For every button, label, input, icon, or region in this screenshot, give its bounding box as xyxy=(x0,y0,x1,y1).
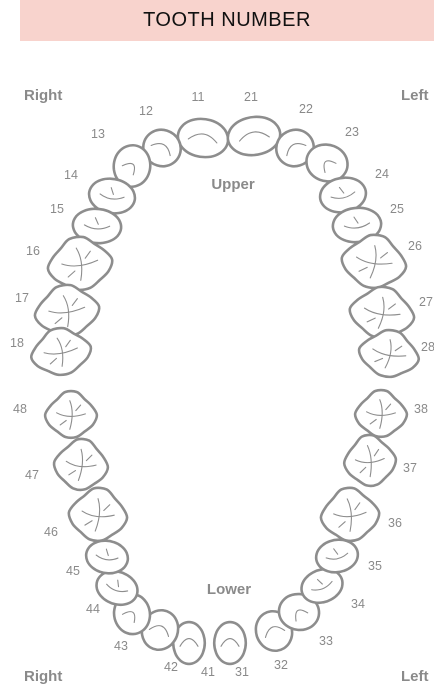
tooth-number-41: 41 xyxy=(201,665,215,679)
tooth-11-outline xyxy=(175,116,230,161)
tooth-45-outline xyxy=(84,537,131,576)
left-label-top: Left xyxy=(401,87,429,104)
tooth-number-31: 31 xyxy=(235,665,249,679)
tooth-28[interactable] xyxy=(355,325,423,381)
tooth-number-32: 32 xyxy=(274,658,288,672)
tooth-31-outline xyxy=(214,622,246,664)
lower-jaw-label: Lower xyxy=(207,581,251,598)
tooth-number-22: 22 xyxy=(299,102,313,116)
tooth-number-21: 21 xyxy=(244,90,258,104)
tooth-46-outline xyxy=(67,485,130,543)
tooth-11[interactable] xyxy=(175,116,230,161)
tooth-48-outline xyxy=(45,391,97,438)
tooth-number-17: 17 xyxy=(15,291,29,305)
tooth-number-44: 44 xyxy=(86,602,100,616)
right-label-bottom: Right xyxy=(24,668,62,685)
tooth-number-33: 33 xyxy=(319,634,333,648)
tooth-number-23: 23 xyxy=(345,125,359,139)
tooth-36[interactable] xyxy=(319,485,382,543)
tooth-31[interactable] xyxy=(214,622,246,664)
tooth-48[interactable] xyxy=(45,391,97,438)
left-label-bottom: Left xyxy=(401,668,429,685)
tooth-45[interactable] xyxy=(84,537,131,576)
tooth-number-36: 36 xyxy=(388,516,402,530)
tooth-number-11: 11 xyxy=(192,90,205,104)
upper-jaw-label: Upper xyxy=(211,176,255,193)
tooth-number-42: 42 xyxy=(164,660,178,674)
tooth-21[interactable] xyxy=(225,114,282,159)
right-label-top: Right xyxy=(24,87,62,104)
tooth-number-24: 24 xyxy=(375,167,389,181)
tooth-38[interactable] xyxy=(355,390,407,437)
tooth-number-43: 43 xyxy=(114,639,128,653)
tooth-number-37: 37 xyxy=(403,461,417,475)
tooth-21-outline xyxy=(225,114,282,159)
tooth-number-47: 47 xyxy=(25,468,39,482)
tooth-number-38: 38 xyxy=(414,402,428,416)
tooth-46[interactable] xyxy=(67,485,130,543)
tooth-38-outline xyxy=(355,390,407,437)
tooth-number-26: 26 xyxy=(408,239,422,253)
tooth-number-25: 25 xyxy=(390,202,404,216)
tooth-number-28: 28 xyxy=(421,340,434,354)
tooth-37-outline xyxy=(342,433,398,488)
tooth-number-18: 18 xyxy=(10,336,24,350)
tooth-36-outline xyxy=(319,485,382,543)
tooth-47[interactable] xyxy=(52,437,110,492)
tooth-number-27: 27 xyxy=(419,295,433,309)
tooth-number-45: 45 xyxy=(66,564,80,578)
tooth-number-48: 48 xyxy=(13,402,27,416)
tooth-number-35: 35 xyxy=(368,559,382,573)
tooth-18[interactable] xyxy=(27,323,95,379)
tooth-number-34: 34 xyxy=(351,597,365,611)
tooth-number-46: 46 xyxy=(44,525,58,539)
tooth-number-16: 16 xyxy=(26,244,40,258)
tooth-number-12: 12 xyxy=(139,104,153,118)
tooth-number-13: 13 xyxy=(91,127,105,141)
tooth-47-outline xyxy=(52,437,110,492)
tooth-number-14: 14 xyxy=(64,168,78,182)
tooth-number-15: 15 xyxy=(50,202,64,216)
tooth-37[interactable] xyxy=(342,433,398,488)
tooth-28-outline xyxy=(355,325,423,381)
tooth-18-outline xyxy=(27,323,95,379)
